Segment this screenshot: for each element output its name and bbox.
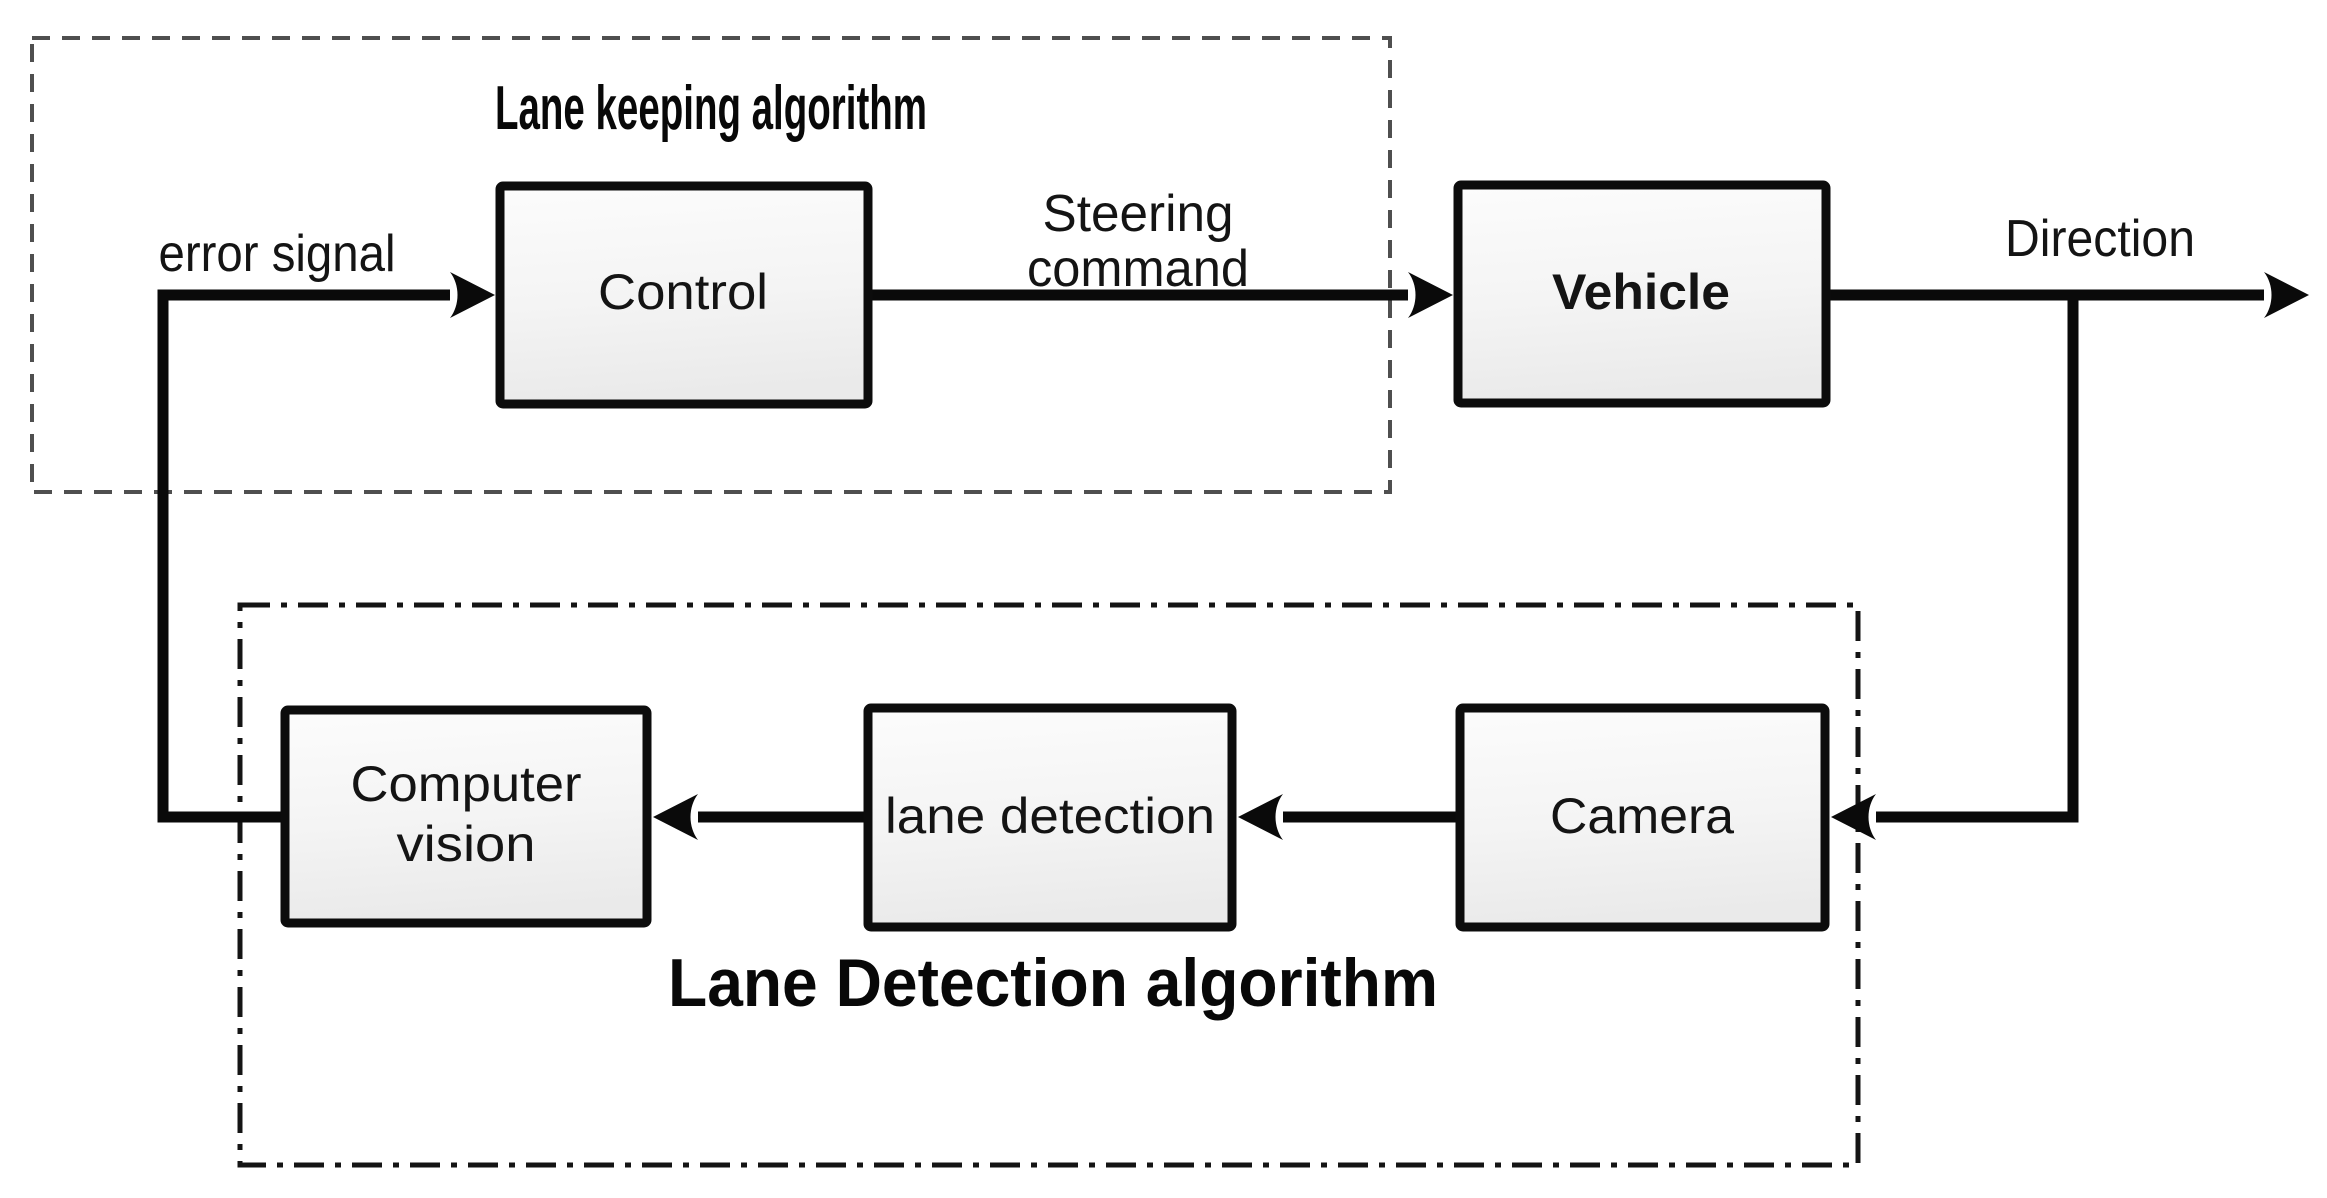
lane-keeping-group-box [30, 36, 1392, 494]
camera-block-label: Camera [1550, 788, 1734, 844]
lane-detection-group-box [237, 602, 1861, 1168]
lane-detection-group-title: Lane Detection algorithm [668, 945, 1438, 1021]
direction-feedback-arrow [1831, 295, 2079, 840]
error-signal-label: error signal [159, 225, 396, 283]
lane-keeping-group-title: Lane keeping algorithm [495, 74, 927, 143]
control-block-label: Control [598, 264, 768, 320]
lane-detection-block [863, 703, 1237, 932]
steering-command-label-line1: Steering [1043, 185, 1234, 243]
vehicle-block-label: Vehicle [1552, 264, 1730, 320]
computer-vision-block-label-line2: vision [397, 816, 536, 872]
vehicle-block [1453, 180, 1831, 408]
lane-detection-block-label: lane detection [885, 788, 1215, 844]
computer-vision-block [280, 705, 652, 928]
camera-block [1455, 703, 1830, 932]
control-block [495, 181, 873, 409]
steering-command-label-line2: command [1027, 240, 1249, 298]
direction-label: Direction [2005, 210, 2195, 268]
computer-vision-block-label-line1: Computer [351, 756, 582, 812]
feedback-error-signal-arrow [157, 272, 495, 823]
